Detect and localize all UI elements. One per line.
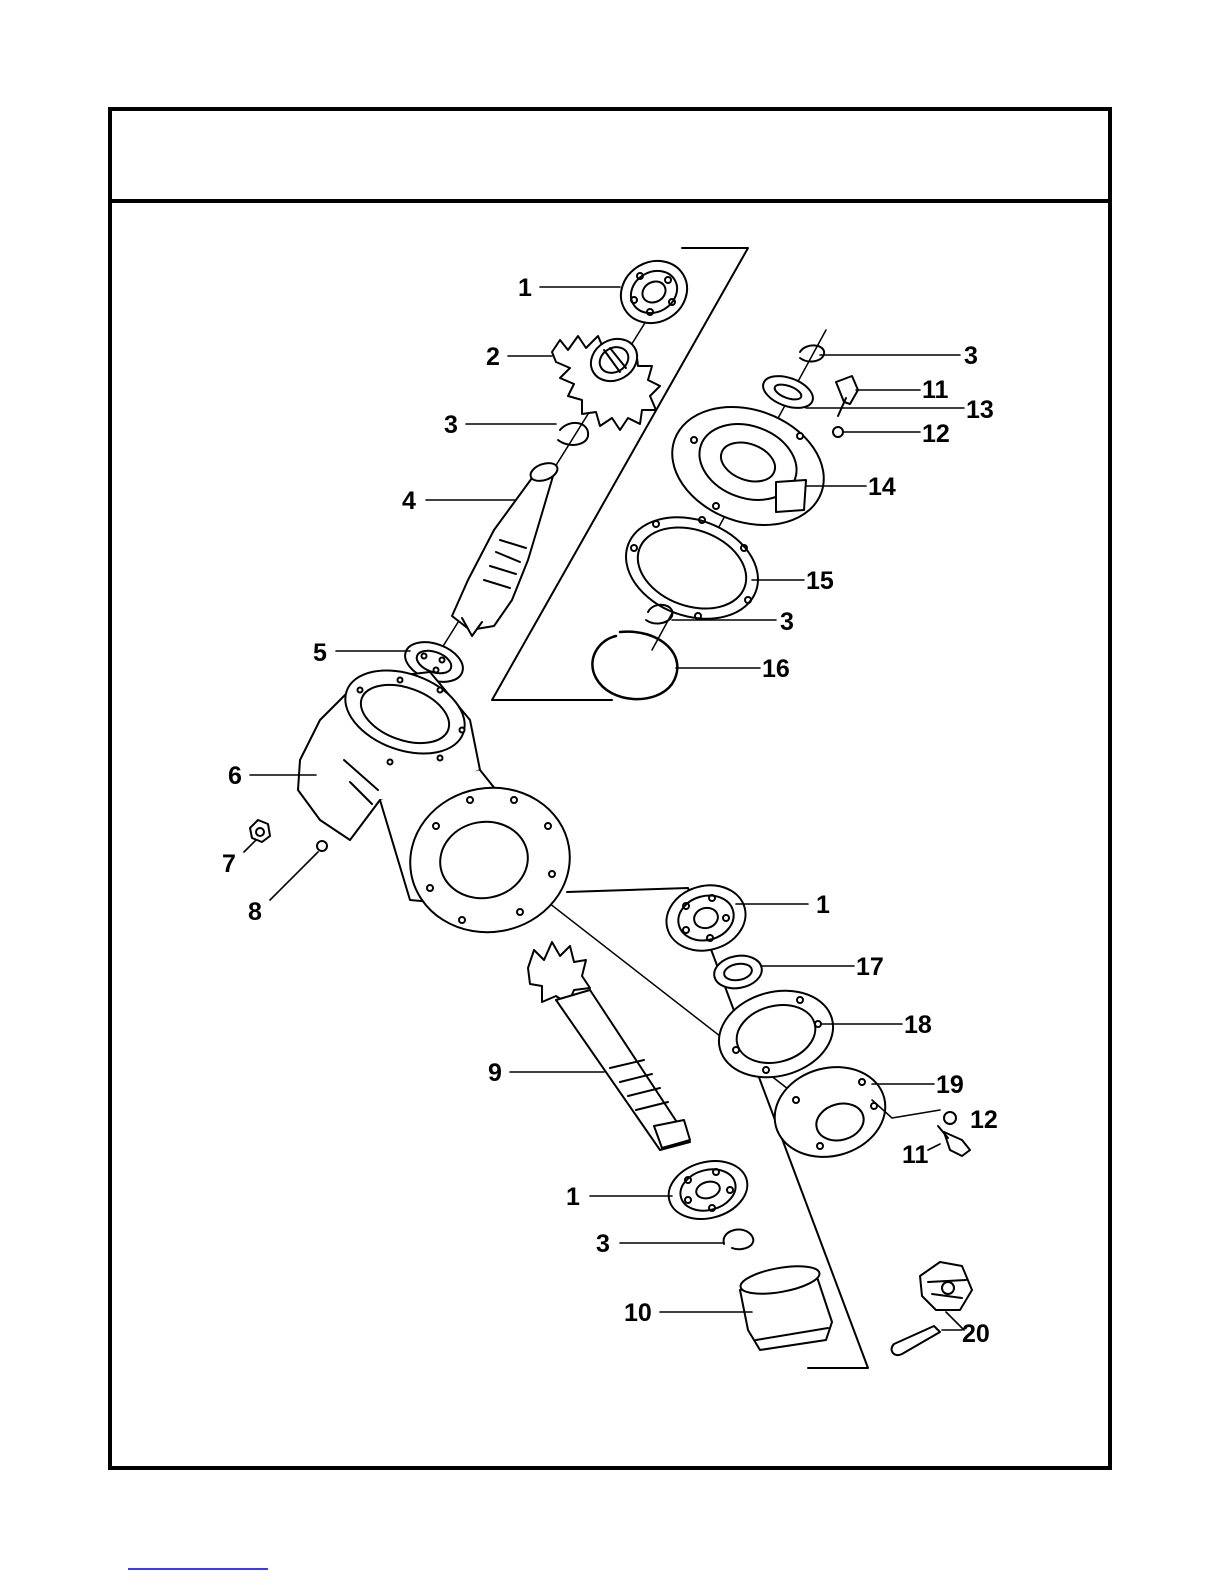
callout-1-mid: 1 (816, 891, 830, 919)
washer-part-12-a (833, 427, 843, 437)
bearing-part-1-bottom (662, 1153, 754, 1228)
callout-12-lower: 12 (970, 1106, 998, 1134)
callout-8: 8 (248, 898, 262, 926)
nut-part-7 (250, 820, 270, 842)
callout-15: 15 (806, 567, 834, 595)
circlip-part-3-a (558, 423, 588, 445)
pinion-shaft-part-9 (528, 942, 690, 1150)
callout-2: 2 (486, 343, 500, 371)
callout-18: 18 (904, 1011, 932, 1039)
callout-11-upper: 11 (922, 376, 949, 404)
circlip-part-3-c (646, 605, 672, 624)
footer-link-underline (128, 1568, 268, 1570)
split-pin-part-20 (892, 1326, 940, 1355)
sleeve-part-10 (739, 1261, 832, 1350)
castle-nut-part-20 (920, 1262, 972, 1310)
callout-3-left: 3 (444, 411, 458, 439)
bolt-part-11-a (836, 376, 858, 416)
retaining-ring-part-16 (592, 632, 677, 700)
bolt-part-11-b (938, 1126, 970, 1156)
callout-4: 4 (402, 487, 416, 515)
callout-11-lower: 11 (902, 1141, 929, 1169)
callout-3-top-right: 3 (964, 342, 978, 370)
callout-19: 19 (936, 1071, 964, 1099)
callout-17: 17 (856, 953, 884, 981)
callout-3-bottom: 3 (596, 1230, 610, 1258)
circlip-part-3-b (800, 345, 824, 361)
callout-3-mid-right: 3 (780, 608, 794, 636)
oil-seal-part-17 (712, 952, 765, 992)
callout-7: 7 (222, 850, 236, 878)
circlip-part-3-d (724, 1230, 754, 1250)
callout-14: 14 (868, 473, 896, 501)
callout-12-upper: 12 (922, 420, 950, 448)
bearing-part-1-top (610, 249, 699, 335)
callout-1-top: 1 (518, 274, 532, 302)
callout-13: 13 (966, 396, 994, 424)
callout-5: 5 (313, 639, 327, 667)
callout-1-bottom: 1 (566, 1183, 580, 1211)
gearbox-housing-part-6 (298, 655, 581, 945)
callout-9: 9 (488, 1059, 502, 1087)
callout-20: 20 (962, 1320, 990, 1348)
callout-16: 16 (762, 655, 790, 683)
bevel-gear-part-2 (552, 331, 660, 430)
plug-part-8 (317, 841, 327, 851)
washer-part-12-b (944, 1112, 956, 1124)
callout-6: 6 (228, 762, 242, 790)
callout-10: 10 (624, 1299, 652, 1327)
